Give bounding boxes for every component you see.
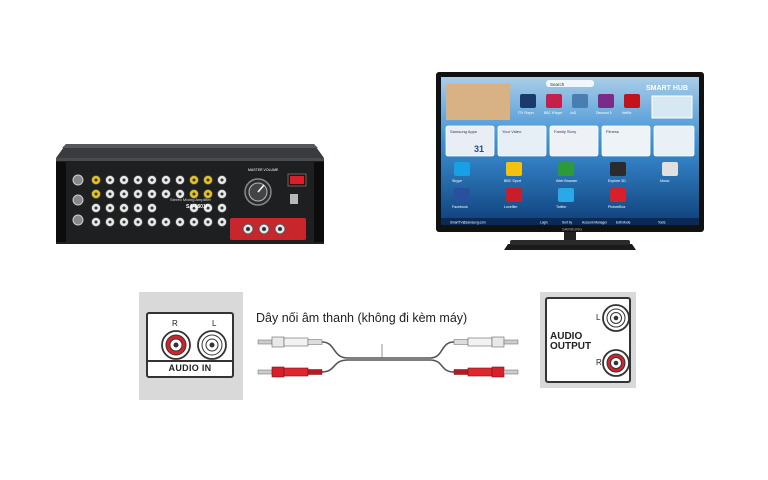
tv-app-label: BBC iPlayer [544, 111, 563, 115]
tv-app-label: Music [660, 179, 670, 183]
audio-output-jacks [602, 304, 630, 377]
audio-in-panel: R L AUDIO IN [139, 292, 243, 400]
tv-panel [601, 125, 651, 157]
tv-app-icon [624, 94, 640, 108]
tv-top-apps: ITV Player BBC iPlayer 4oD Demand 5 Netflix [518, 94, 640, 115]
tv-bottom-bar-item: Sort by [562, 221, 573, 225]
audio-in-l-label: L [212, 319, 217, 328]
tv-app-label: Lovefilm [504, 205, 517, 209]
tv-app-label: BBC Sport [504, 179, 521, 183]
tv-app-icon [454, 162, 470, 176]
tv-app-icon [520, 94, 536, 108]
tv-bottom-bar: SmartTV@samsung.com Login Sort by Account M… [450, 221, 666, 225]
tv-panel-label: Fitness [606, 129, 619, 134]
tv-panel-label: Family Story [554, 129, 576, 134]
tv-panel [497, 125, 547, 157]
audio-output-panel: AUDIO OUTPUT L R [540, 292, 636, 388]
tv-panel [549, 125, 599, 157]
tv-panel-label: Your Video [502, 129, 522, 134]
right-red-plug [453, 366, 519, 378]
tv-app-label: Facebook [452, 205, 468, 209]
audio-output-jack-block: AUDIO OUTPUT L R [545, 297, 631, 383]
tv-bottom-bar-item: Tools [658, 221, 666, 225]
audio-in-jacks [161, 330, 227, 360]
tv-calendar-day: 31 [474, 144, 484, 154]
tv-app-icon [662, 162, 678, 176]
tv-app-label: PictureBox [608, 205, 626, 209]
tv-bottom-bar-item: Login [540, 221, 548, 225]
tv-app-label: Demand 5 [596, 111, 612, 115]
tv-app-label: 4oD [570, 111, 577, 115]
tv-app-label: Web Browser [556, 179, 578, 183]
tv-bottom-bar-item: Account Manager [582, 221, 608, 225]
smart-tv: Search SMART HUB ITV Player BBC iPlayer 4o… [436, 72, 704, 250]
audio-in-jack-block: R L AUDIO IN [146, 312, 234, 378]
karaoke-amplifier: MASTER VOLUME Stereo Mixing Amplifier SA… [56, 144, 324, 244]
tv-panel-label: Samsung Apps [450, 129, 477, 134]
tv-app-icon [546, 94, 562, 108]
tv-app-icon [506, 188, 522, 202]
tv-bottom-bar-item: Edit Mode [616, 221, 631, 225]
left-white-plug [257, 336, 323, 348]
audio-in-caption: AUDIO IN [148, 360, 232, 376]
tv-app-icon [572, 94, 588, 108]
cable-label: Dây nối âm thanh (không đi kèm máy) [256, 311, 468, 325]
left-red-plug [257, 366, 323, 378]
tv-brand: SAMSUNG [562, 227, 582, 232]
tv-app-label: Netflix [622, 111, 632, 115]
master-volume-label: MASTER VOLUME [248, 168, 279, 172]
tv-app-label: Twitter [556, 205, 567, 209]
audio-output-r-label: R [596, 358, 602, 367]
rca-cable [257, 336, 519, 378]
audio-output-title-line1: AUDIO [550, 331, 583, 342]
right-white-plug [453, 336, 519, 348]
tv-app-icon [454, 188, 470, 202]
audio-output-title-line2: OUTPUT [550, 341, 592, 352]
tv-app-row1: Skype BBC Sport Web Browser Explore 3D Music [452, 162, 678, 183]
tv-app-label: ITV Player [518, 111, 535, 115]
tv-app-row2: Facebook Lovefilm Twitter PictureBox [452, 188, 626, 209]
smart-hub-title: SMART HUB [646, 85, 688, 92]
tv-app-icon [506, 162, 522, 176]
tv-panels: Samsung Apps 31 Your Video Family Story Fitn… [445, 125, 695, 157]
tv-app-icon [558, 162, 574, 176]
tv-panel [445, 125, 495, 157]
audio-output-l-label: L [596, 313, 601, 322]
tv-app-label: Explore 3D [608, 179, 626, 183]
audio-in-r-label: R [172, 319, 178, 328]
tv-search-label: Search [550, 82, 565, 87]
tv-app-label: Skype [452, 179, 462, 183]
tv-app-icon [610, 162, 626, 176]
amp-model: SA-1801F [186, 204, 209, 210]
tv-app-icon [598, 94, 614, 108]
knob-grid [91, 175, 227, 227]
tv-app-icon [558, 188, 574, 202]
amp-subtitle: Stereo Mixing Amplifier [170, 197, 212, 202]
tv-bottom-bar-item: SmartTV@samsung.com [450, 221, 486, 225]
tv-app-icon [610, 188, 626, 202]
